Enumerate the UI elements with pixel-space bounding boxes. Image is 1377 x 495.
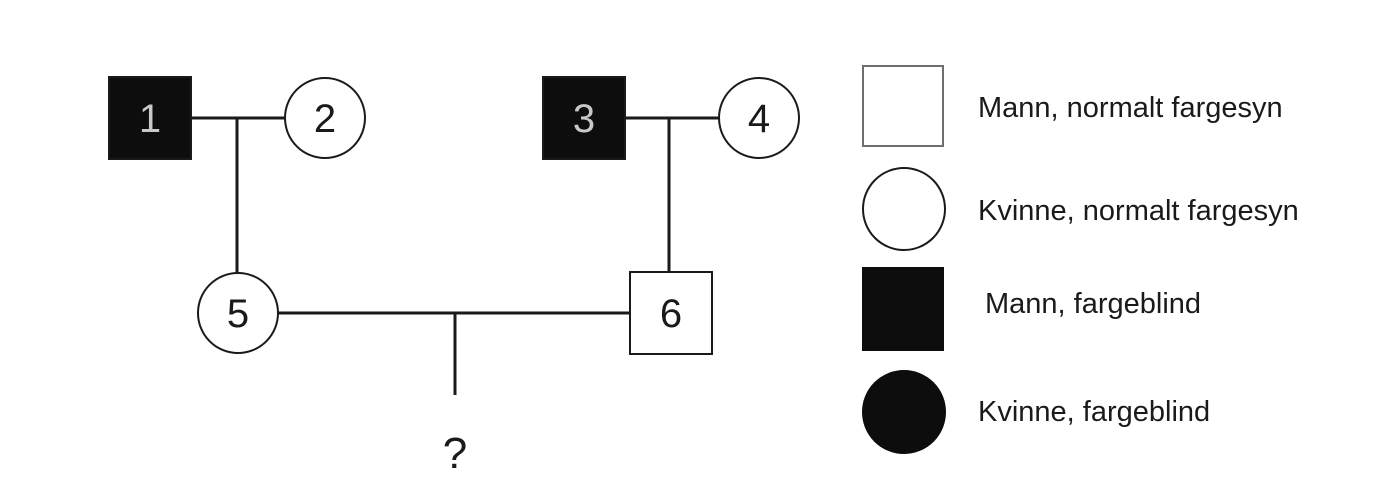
legend-swatch-female-normal xyxy=(862,167,946,251)
legend-label-male-normal: Mann, normalt fargesyn xyxy=(978,92,1283,124)
legend: Mann, normalt fargesyn Kvinne, normalt f… xyxy=(862,65,1299,454)
legend-swatch-male-normal xyxy=(862,65,944,147)
individual-5: 5 xyxy=(197,272,279,354)
individual-5-label: 5 xyxy=(227,292,249,336)
relationship-lines xyxy=(191,116,720,395)
individual-3-label: 3 xyxy=(573,97,595,141)
legend-label-female-normal: Kvinne, normalt fargesyn xyxy=(978,195,1299,227)
individual-4: 4 xyxy=(718,77,800,159)
individual-1: 1 xyxy=(108,76,192,160)
legend-swatch-male-affected xyxy=(862,267,944,351)
individual-6-square xyxy=(629,271,713,355)
individual-3-square xyxy=(542,76,626,160)
individual-2: 2 xyxy=(284,77,366,159)
legend-swatch-female-affected xyxy=(862,370,946,454)
individual-1-square xyxy=(108,76,192,160)
individual-4-circle xyxy=(718,77,800,159)
legend-label-female-affected: Kvinne, fargeblind xyxy=(978,396,1210,428)
individual-5-circle xyxy=(197,272,279,354)
individual-6: 6 xyxy=(629,271,713,355)
individual-2-circle xyxy=(284,77,366,159)
unknown-child-question-mark: ? xyxy=(443,429,467,478)
individual-3: 3 xyxy=(542,76,626,160)
individual-6-label: 6 xyxy=(660,292,682,336)
legend-label-male-affected: Mann, fargeblind xyxy=(985,288,1201,320)
individual-1-label: 1 xyxy=(139,97,161,141)
individual-2-label: 2 xyxy=(314,97,336,141)
individual-4-label: 4 xyxy=(748,97,770,141)
